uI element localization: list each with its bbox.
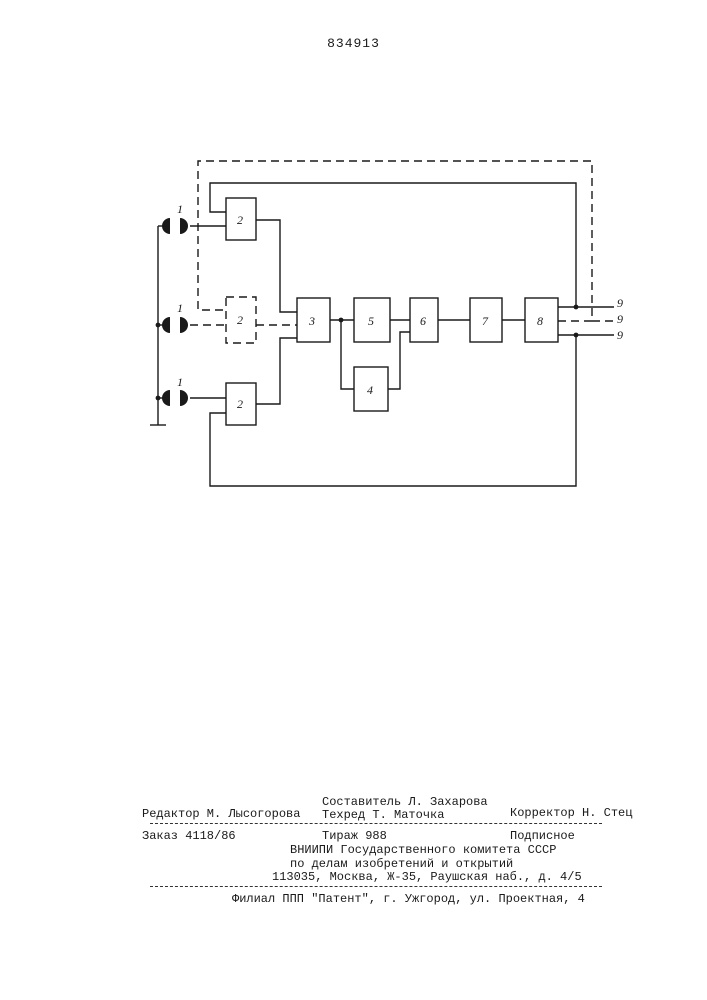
- order-number: Заказ 4118/86: [142, 829, 236, 843]
- divider-top: [150, 823, 602, 824]
- org-line-2: по делам изобретений и открытий: [290, 857, 513, 871]
- divider-bottom: [150, 886, 602, 887]
- subscription: Подписное: [510, 829, 575, 843]
- circulation: Тираж 988: [322, 829, 387, 843]
- sensor-icons: [162, 218, 188, 406]
- org-line-1: ВНИИПИ Государственного комитета СССР: [290, 843, 556, 857]
- block-8-label: 8: [537, 314, 543, 328]
- unit-label-mid: 2: [237, 313, 243, 327]
- sensor-label-2: 1: [177, 301, 183, 315]
- block-5-label: 5: [368, 314, 374, 328]
- block-6-label: 6: [420, 314, 426, 328]
- unit-label-top: 2: [237, 213, 243, 227]
- sensor-label-1: 1: [177, 202, 183, 216]
- block-3-label: 3: [308, 314, 315, 328]
- output-label-1: 9: [617, 296, 623, 310]
- editor-credit: Редактор М. Лысогорова: [142, 807, 300, 821]
- block-4-label: 4: [367, 383, 373, 397]
- block-7-label: 7: [482, 314, 489, 328]
- output-label-2: 9: [617, 312, 623, 326]
- branch-address: Филиал ППП "Патент", г. Ужгород, ул. Про…: [232, 892, 585, 906]
- unit-label-bottom: 2: [237, 397, 243, 411]
- org-address: 113035, Москва, Ж-35, Раушская наб., д. …: [272, 870, 582, 884]
- output-label-3: 9: [617, 328, 623, 342]
- compiler-credit: Составитель Л. Захарова: [322, 795, 488, 809]
- sensor-label-3: 1: [177, 375, 183, 389]
- corrector-credit: Корректор Н. Стец: [510, 806, 632, 820]
- techred-credit: Техред Т. Маточка: [322, 808, 444, 822]
